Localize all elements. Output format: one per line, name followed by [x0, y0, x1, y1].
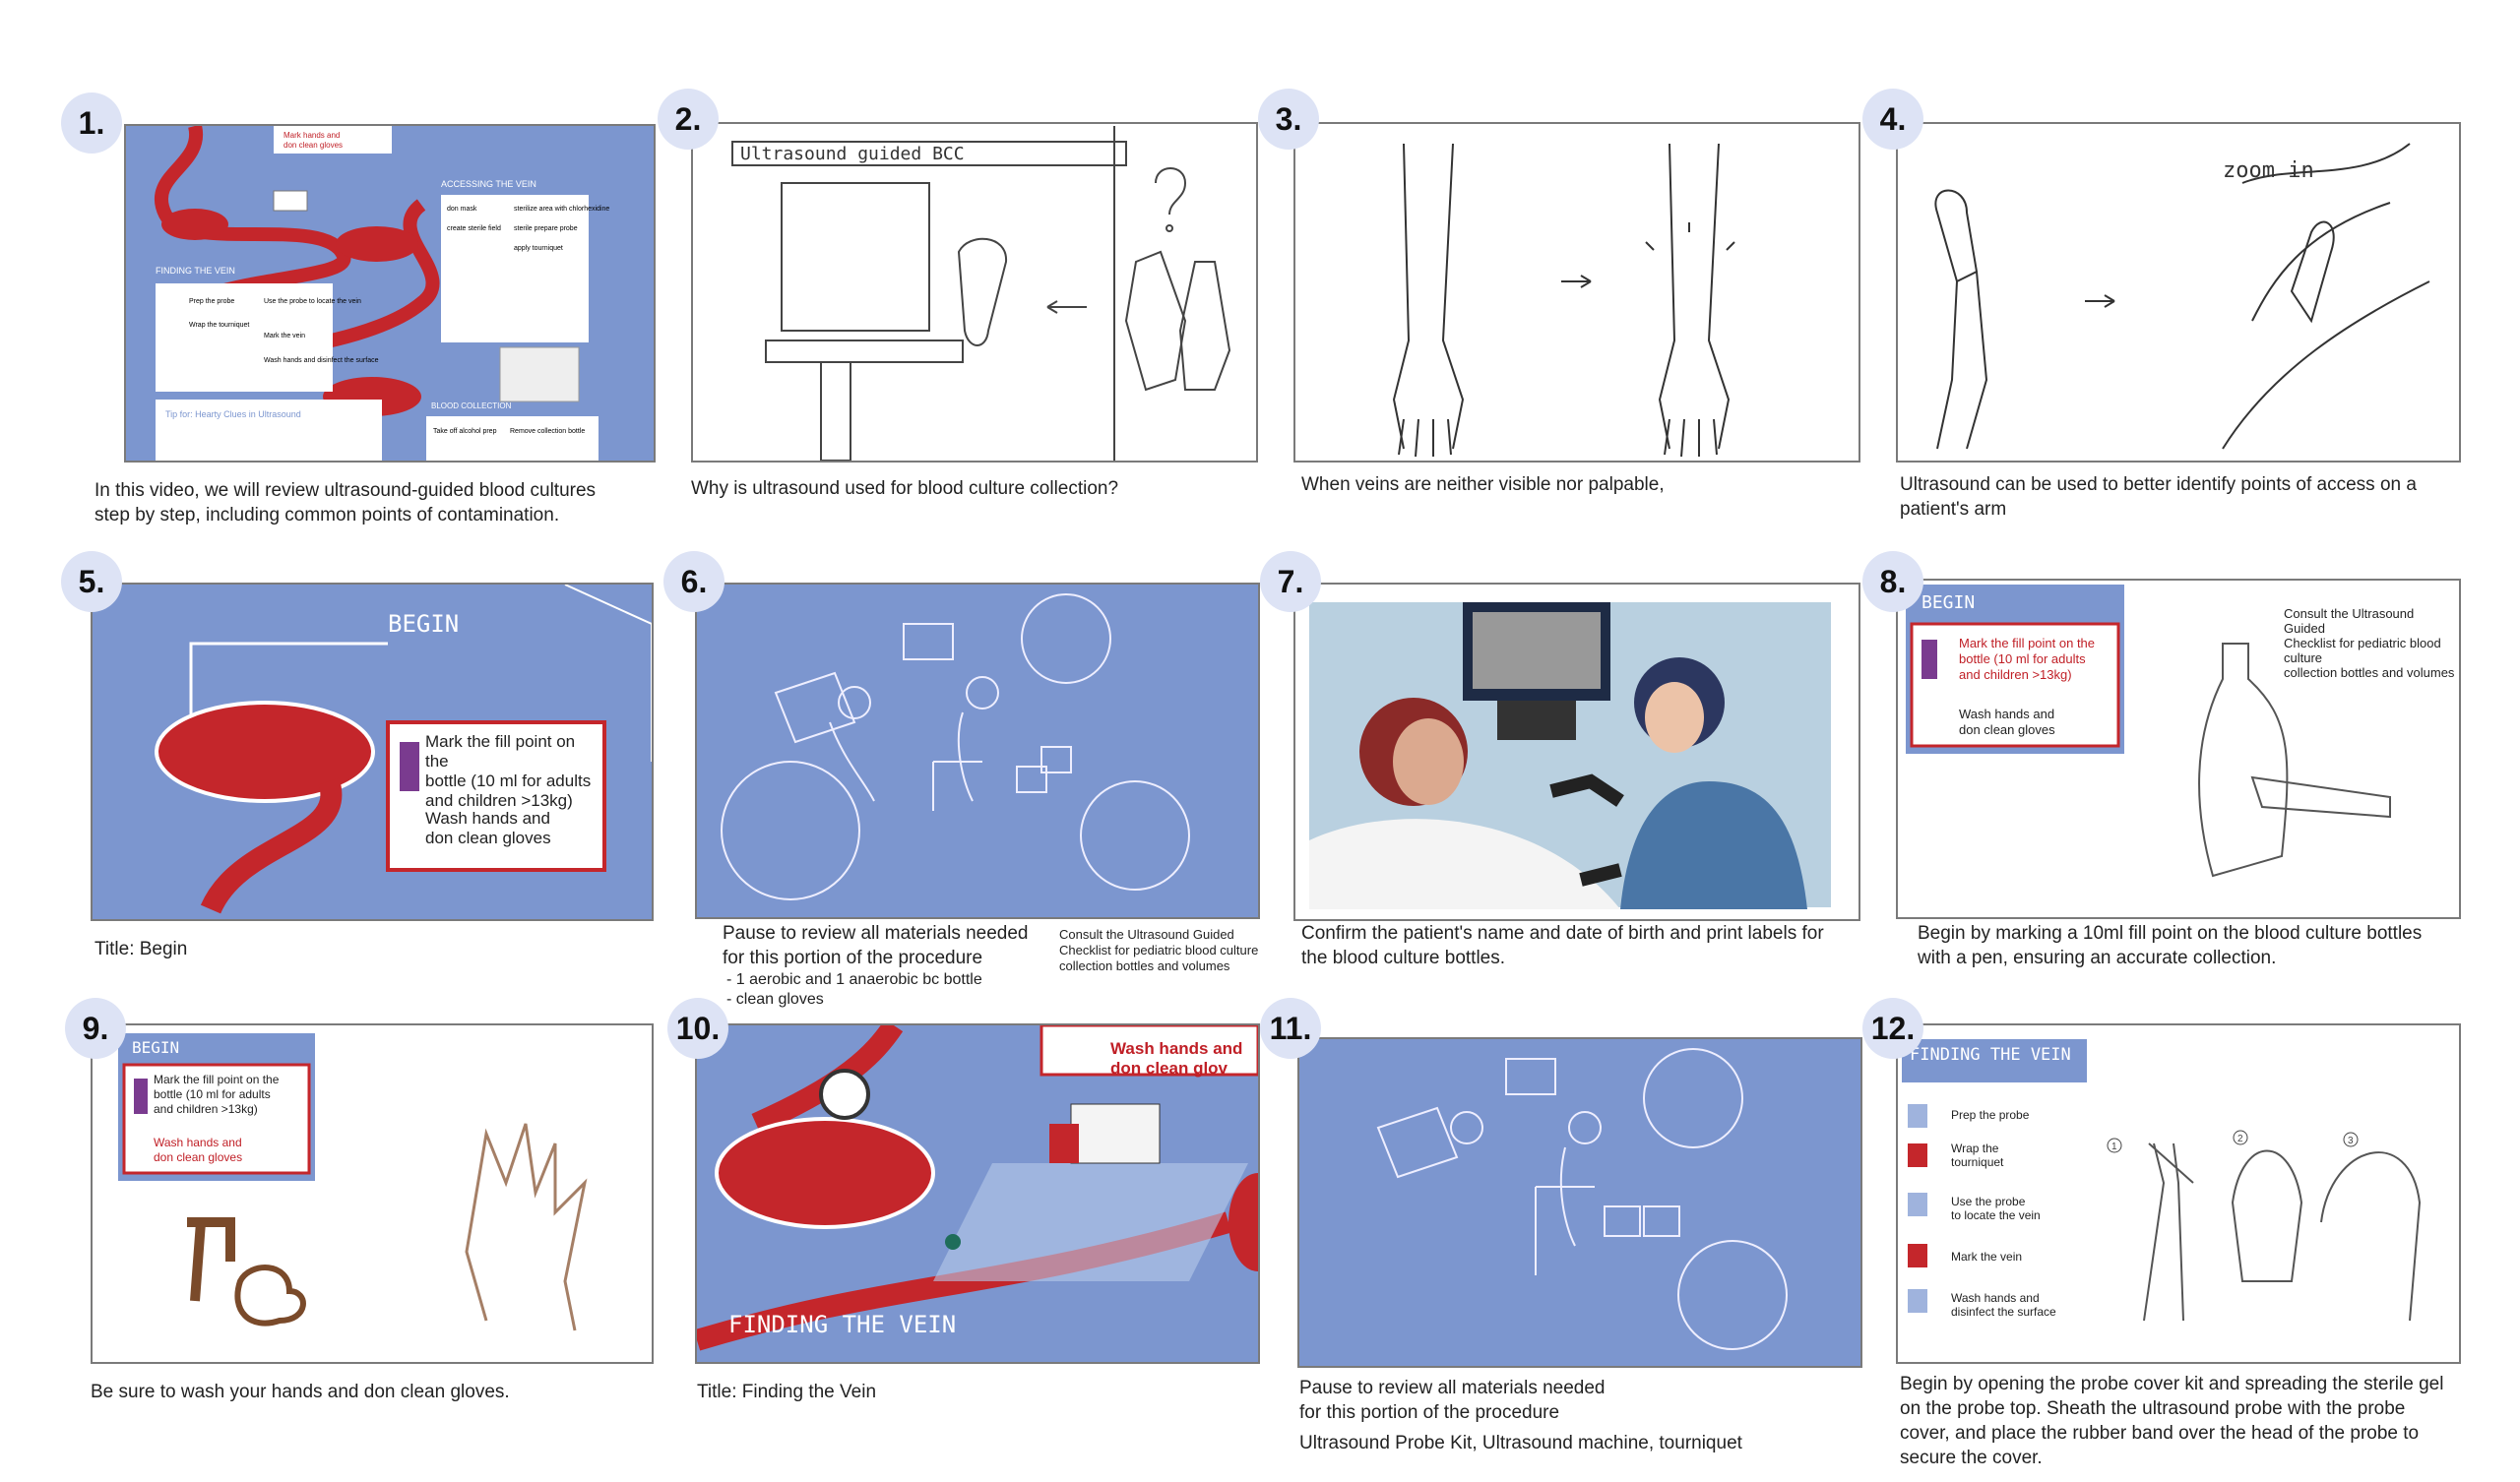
panel-8-begin-heading: BEGIN [1922, 592, 1975, 613]
sketch-title: Ultrasound guided BCC [740, 144, 965, 164]
bottle-marking-sketch: BEGIN [1906, 585, 2391, 878]
panel-9-frame: BEGIN Mark the fill point on the bottle … [91, 1023, 654, 1364]
panel-11-number-badge: 11. [1260, 998, 1321, 1059]
panel-4-caption: Ultrasound can be used to better identif… [1900, 474, 2417, 520]
step-mark-vein: Mark the vein [1951, 1250, 2023, 1264]
panel-2-frame: Ultrasound guided BCC [691, 122, 1258, 463]
step-mark-1: 1 [2111, 1142, 2117, 1152]
panel-7-frame [1293, 583, 1860, 921]
panel-7-number-badge: 7. [1260, 551, 1321, 612]
panel-6-caption: Pause to review all materials needed for… [723, 923, 1029, 968]
panel-5-frame: BEGIN Mark the fill point on the bottle … [91, 583, 654, 921]
finding-vein-illustration [697, 1025, 1258, 1362]
step-prep-probe: Prep the probe [1951, 1108, 2030, 1122]
panel-9-number-badge: 9. [65, 998, 126, 1059]
panel-8-card-wash: Wash hands and don clean gloves [1959, 707, 2055, 737]
map-label-prep-probe: Prep the probe [189, 298, 234, 305]
panel-4-number-badge: 4. [1862, 89, 1923, 150]
panel-12-finding-heading: FINDING THE VEIN [1910, 1045, 2071, 1065]
step-mark-3: 3 [2348, 1136, 2354, 1146]
map-label-take-off: Take off alcohol prep [433, 428, 497, 435]
step-wash-disinfect: Wash hands and disinfect the surface [1951, 1291, 2056, 1319]
panel-6-number-badge: 6. [663, 551, 724, 612]
zoom-sketch: zoom in [1934, 143, 2430, 450]
step-wrap-tourniquet: Wrap the tourniquet [1951, 1142, 2004, 1169]
map-label-finding: FINDING THE VEIN [156, 266, 235, 276]
probe-cover-sketch: 1 2 3 [1902, 1039, 2422, 1322]
panel-11-materials-list: Ultrasound Probe Kit, Ultrasound machine… [1299, 1433, 1742, 1453]
map-label-sterilize: sterilize area with chlorhexidine [514, 206, 609, 213]
map-label-gloves: don clean gloves [284, 141, 343, 150]
map-label-collection: BLOOD COLLECTION [431, 401, 512, 410]
materials-chalk-sketch-2 [1299, 1039, 1860, 1366]
map-label-don-mask: don mask [447, 206, 477, 213]
panel-8-number-badge: 8. [1862, 551, 1923, 612]
map-label-accessing: ACCESSING THE VEIN [441, 179, 536, 189]
finding-vein-heading: FINDING THE VEIN [728, 1311, 957, 1338]
panel-12-caption: Begin by opening the probe cover kit and… [1900, 1374, 2444, 1468]
panel-3-frame [1293, 122, 1860, 463]
panel-9-caption: Be sure to wash your hands and don clean… [91, 1382, 510, 1402]
map-label-apply-tourniquet: apply tourniquet [514, 245, 563, 252]
map-label-wash-disinfect: Wash hands and disinfect the surface [264, 357, 379, 364]
step-use-probe: Use the probe to locate the vein [1951, 1195, 2041, 1222]
procedure-map-illustration: Mark hands and don clean gloves ACCESSIN… [126, 126, 654, 461]
panel-8-caption: Begin by marking a 10ml fill point on th… [1918, 923, 2423, 968]
panel-8-side-note: Consult the Ultrasound Guided Checklist … [2284, 606, 2455, 680]
map-label-remove-bottle: Remove collection bottle [510, 428, 585, 435]
panel-12-frame: 1 2 3 FINDING THE VEIN Prep the probe Wr… [1896, 1023, 2461, 1364]
map-label-sterile-probe: sterile prepare probe [514, 225, 578, 232]
panel-5-caption: Title: Begin [94, 939, 188, 959]
begin-heading: BEGIN [388, 610, 459, 638]
panel-6-frame [695, 583, 1260, 919]
panel-3-caption: When veins are neither visible nor palpa… [1301, 474, 1665, 495]
panel-2-number-badge: 2. [658, 89, 719, 150]
panel-1-number-badge: 1. [61, 93, 122, 154]
begin-card-mark-fill: Mark the fill point on the bottle (10 ml… [425, 732, 592, 810]
map-label-use-probe: Use the probe to locate the vein [264, 298, 361, 305]
panel-10-card-wash: Wash hands and don clean glov [1110, 1039, 1243, 1078]
panel-12-number-badge: 12. [1862, 998, 1923, 1059]
arm-sketch [1392, 143, 1735, 458]
panel-8-frame: BEGIN Mark the fill point on the bottle … [1896, 579, 2461, 919]
ultrasound-sketch: Ultrasound guided BCC [731, 126, 1231, 461]
panel-1-frame: Mark hands and don clean gloves ACCESSIN… [124, 124, 656, 463]
step-mark-2: 2 [2237, 1134, 2243, 1144]
panel-5-number-badge: 5. [61, 551, 122, 612]
begin-illustration: BEGIN [93, 585, 652, 919]
panel-8-card-mark-fill: Mark the fill point on the bottle (10 ml… [1959, 636, 2096, 682]
panel-11-frame [1297, 1037, 1862, 1368]
panel-9-card-wash: Wash hands and don clean gloves [154, 1136, 243, 1164]
panel-3-number-badge: 3. [1258, 89, 1319, 150]
wash-hands-illustration: BEGIN [118, 1033, 588, 1331]
panel-11-caption: Pause to review all materials needed for… [1299, 1378, 1606, 1423]
panel-4-frame: zoom in [1896, 122, 2461, 463]
begin-card-wash: Wash hands and don clean gloves [425, 809, 551, 847]
map-label-sterile-field: create sterile field [447, 225, 501, 232]
panel-7-caption: Confirm the patient's name and date of b… [1301, 923, 1824, 968]
panel-9-begin-heading: BEGIN [132, 1038, 179, 1057]
panel-1-caption: In this video, we will review ultrasound… [94, 480, 597, 525]
panel-9-card-mark-fill: Mark the fill point on the bottle (10 ml… [154, 1073, 280, 1116]
zoom-in-label: zoom in [2223, 158, 2314, 183]
panel-6-side-note: Consult the Ultrasound Guided Checklist … [1059, 927, 1259, 973]
map-label-tourniquet: Wrap the tourniquet [189, 322, 249, 329]
map-label-tip: Tip for: Hearty Clues in Ultrasound [165, 409, 301, 419]
panel-2-caption: Why is ultrasound used for blood culture… [691, 478, 1119, 499]
panel-6-materials-list: - 1 aerobic and 1 anaerobic bc bottle - … [726, 971, 982, 1008]
map-label-mark-hands: Mark hands and [284, 131, 340, 140]
map-label-mark-vein: Mark the vein [264, 333, 305, 340]
panel-10-number-badge: 10. [667, 998, 728, 1059]
materials-chalk-sketch [697, 585, 1258, 917]
panel-10-frame: Wash hands and don clean glov FINDING TH… [695, 1023, 1260, 1364]
panel-10-caption: Title: Finding the Vein [697, 1382, 877, 1402]
patient-nurse-illustration [1309, 602, 1831, 909]
